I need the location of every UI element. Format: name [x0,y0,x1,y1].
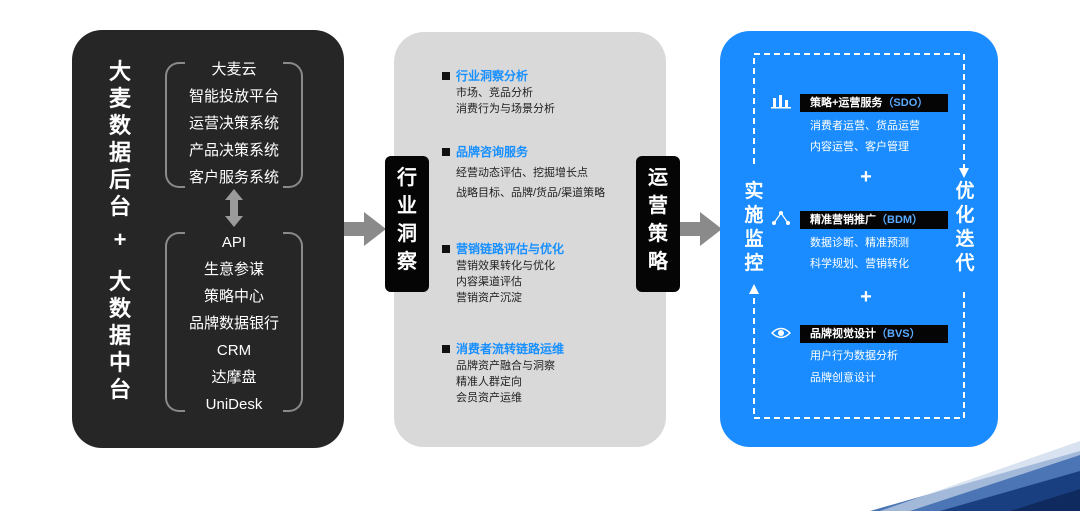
service-line: 消费者运营、货品运营 [810,120,920,132]
list-item: 智能投放平台 [188,88,279,105]
list-item: API [221,234,247,251]
service-line: 品牌创意设计 [810,372,876,384]
service-title: 营销链路评估与优化 [442,240,676,258]
service-tag-bdm: 精准营销推广（BDM） [800,211,948,229]
double-arrow-icon [225,189,243,227]
service-block: 消费者流转链路运维 品牌资产融合与洞察 精准人群定向 会员资产运维 [442,340,676,406]
flow-arrow-icon [344,212,386,246]
list-item: UniDesk [205,396,263,413]
flow-arrow-icon [680,212,722,246]
corner-decoration [870,441,1080,511]
service-line: 内容渠道评估 [456,276,522,288]
service-line: 数据诊断、精准预测 [810,237,909,249]
service-line: 营销资产沉淀 [456,292,522,304]
service-line: 内容运营、客户管理 [810,141,909,153]
loop-dashed-line [749,53,969,419]
service-tag-bvs: 品牌视觉设计（BVS） [800,325,948,343]
brace-right-top [283,62,303,188]
service-line: 会员资产运维 [456,392,522,404]
service-title: 品牌咨询服务 [442,143,676,161]
eye-icon [771,327,791,339]
middle-platform-title: 大 数 据 中 台 [108,269,131,402]
list-item: 达摩盘 [211,369,257,386]
bullet-icon [442,345,450,353]
service-block: 品牌咨询服务 经营动态评估、挖掘增长点 战略目标、品牌/货品/渠道策略 [442,143,676,201]
backend-title: 大 麦 数 据 后 台 [108,59,131,219]
list-item: 运营决策系统 [188,115,279,132]
list-item: 产品决策系统 [188,142,279,159]
brace-left-bottom [165,232,185,412]
service-line: 精准人群定向 [456,376,522,388]
bullet-icon [442,245,450,253]
middle-platform-list: API 生意参谋 策略中心 品牌数据银行 CRM 达摩盘 UniDesk [158,229,310,418]
list-item: 策略中心 [203,288,264,305]
optimize-iterate-title: 优 化 迭 代 [955,181,975,274]
service-block: 营销链路评估与优化 营销效果转化与优化 内容渠道评估 营销资产沉淀 [442,240,676,306]
service-panel [394,32,666,447]
network-icon [772,211,790,225]
bullet-icon [442,148,450,156]
plus-sign: + [860,166,872,188]
service-line: 经营动态评估、挖掘增长点 [456,167,588,179]
service-line: 市场、竞品分析 [456,87,533,99]
brace-right-bottom [283,232,303,412]
service-line: 营销效果转化与优化 [456,260,555,272]
list-item: 客户服务系统 [188,169,279,186]
backend-system-list: 大麦云 智能投放平台 运营决策系统 产品决策系统 客户服务系统 [158,56,310,191]
service-line: 消费行为与场景分析 [456,103,555,115]
plus-sign: + [860,286,872,308]
plus-sign: + [113,227,127,252]
service-line: 战略目标、品牌/货品/渠道策略 [456,187,606,199]
bullet-icon [442,72,450,80]
list-item: 生意参谋 [203,261,264,278]
brace-left-top [165,62,185,188]
service-line: 科学规划、营销转化 [810,258,909,270]
service-title: 行业洞察分析 [442,67,676,85]
industry-insight-label: 行 业 洞 察 [385,156,429,292]
service-block: 行业洞察分析 市场、竞品分析 消费行为与场景分析 [442,67,676,117]
operation-strategy-label: 运 营 策 略 [636,156,680,292]
list-item: 品牌数据银行 [188,315,279,332]
service-line: 品牌资产融合与洞察 [456,360,555,372]
service-line: 用户行为数据分析 [810,350,898,362]
service-title: 消费者流转链路运维 [442,340,676,358]
list-item: 大麦云 [211,61,257,78]
implement-monitor-title: 实 施 监 控 [744,181,764,274]
list-item: CRM [216,342,252,359]
bar-chart-icon [771,95,791,109]
service-tag-sdo: 策略+运营服务（SDO） [800,94,948,112]
